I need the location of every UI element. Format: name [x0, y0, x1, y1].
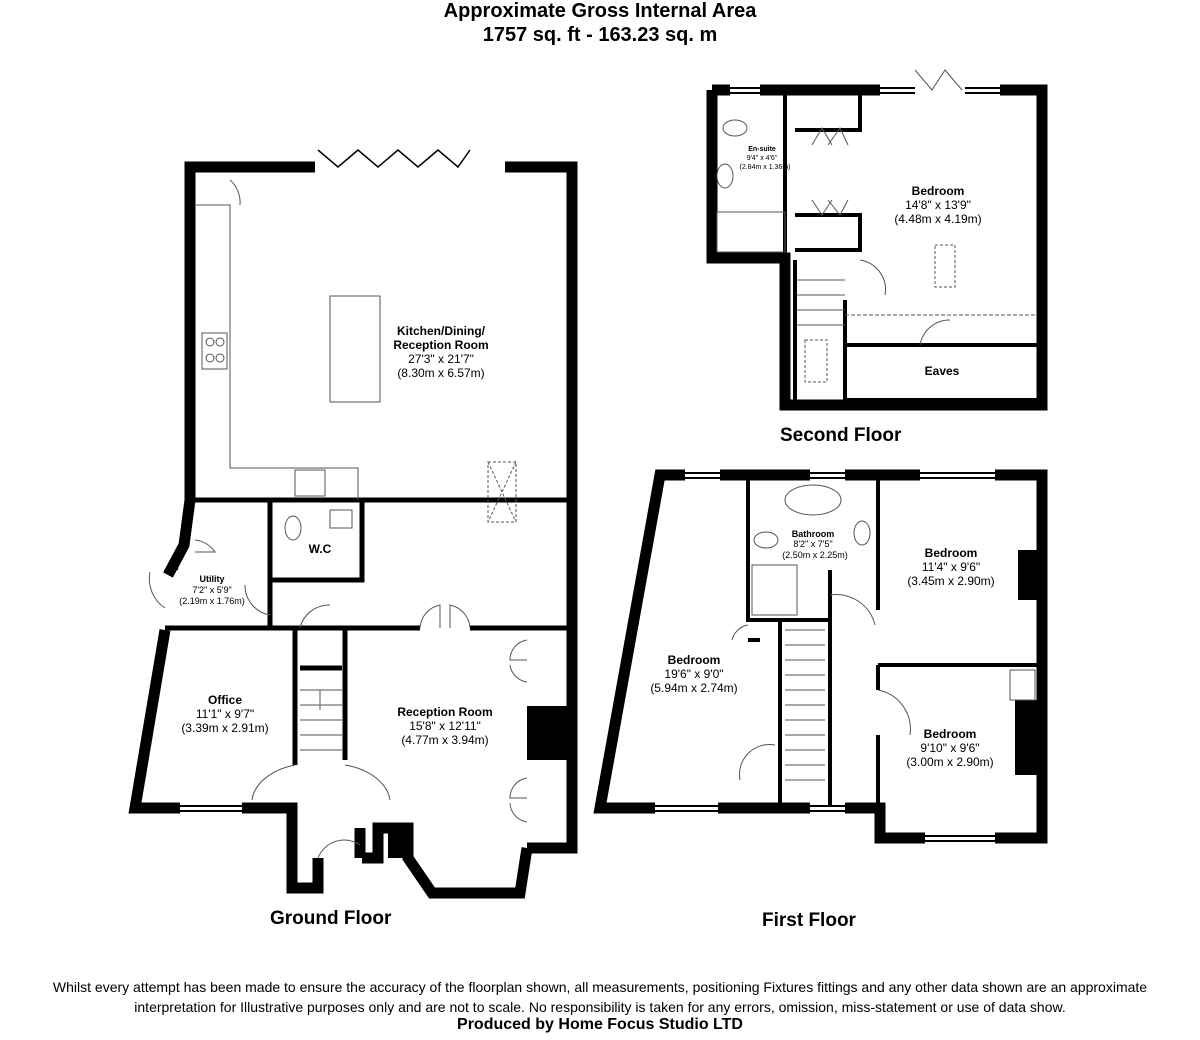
utility-window: [176, 544, 181, 571]
first-floor-plan: [593, 469, 1048, 844]
second-floor-label: Second Floor: [780, 425, 902, 446]
ground-south-wall: [242, 802, 324, 894]
porch-pillar: [388, 828, 408, 858]
bedroom-right-top-metric: (3.45m x 2.90m): [907, 574, 994, 588]
disclaimer-line-2: interpretation for Illustrative purposes…: [134, 999, 1066, 1015]
bedroom-top-imperial: 14'8" x 13'9": [905, 198, 971, 212]
gross-area: 1757 sq. ft - 163.23 sq. m: [482, 24, 718, 46]
first-floor-label: First Floor: [762, 910, 856, 931]
floorplan-drawing: Kitchen/Dining/ Reception Room 27'3" x 2…: [128, 69, 1048, 899]
bedroom-right-top-name: Bedroom: [925, 546, 978, 560]
sink-icon: [294, 469, 326, 497]
wardrobe-walls: [795, 95, 862, 252]
producer-credit: Produced by Home Focus Studio LTD: [457, 1016, 743, 1033]
office-window: [180, 805, 242, 812]
fireplace-lower: [1015, 700, 1037, 775]
bedroom-right-bottom-metric: (3.00m x 2.90m): [906, 755, 993, 769]
hob-icon: [201, 332, 228, 370]
bath-toilet-icon: [753, 531, 779, 549]
utility-name: Utility: [199, 574, 224, 584]
utility-imperial: 7'2" x 5'9": [192, 585, 231, 595]
bath-shower-icon: [751, 564, 798, 616]
bathroom-name: Bathroom: [792, 529, 835, 539]
kitchen-name-2: Reception Room: [393, 338, 488, 352]
chimney-breast: [527, 706, 567, 760]
stair-walls: [292, 628, 348, 765]
bathroom-west-wall: [746, 480, 782, 805]
ensuite-toilet-icon: [722, 119, 748, 137]
bedroom-left-metric: (5.94m x 2.74m): [650, 681, 737, 695]
skylight-icon: [487, 461, 517, 523]
bedroom-partitions: [876, 480, 1037, 805]
office-metric: (3.39m x 2.91m): [181, 721, 268, 735]
ground-west-wall: [163, 161, 315, 578]
ensuite-imperial: 9'4" x 4'6": [747, 155, 778, 162]
bathroom-metric: (2.50m x 2.25m): [782, 550, 848, 560]
reception-name: Reception Room: [397, 705, 492, 719]
bath-icon: [784, 484, 842, 516]
bedroom-left-imperial: 19'6" x 9'0": [664, 667, 723, 681]
reception-imperial: 15'8" x 12'11": [409, 719, 481, 733]
velux-icon: [934, 244, 956, 288]
bifold-door: [317, 149, 471, 169]
kitchen-metric: (8.30m x 6.57m): [397, 366, 484, 380]
basin-icon: [329, 509, 353, 529]
ground-floor-plan: [128, 149, 578, 899]
ensuite-name: En-suite: [748, 146, 776, 153]
ensuite-metric: (2.84m x 1.36m): [740, 164, 791, 171]
bathroom-imperial: 8'2" x 7'5": [793, 539, 832, 549]
kitchen-imperial: 27'3" x 21'7": [408, 352, 474, 366]
disclaimer-line-1: Whilst every attempt has been made to en…: [52, 979, 1148, 995]
reception-metric: (4.77m x 3.94m): [401, 733, 488, 747]
kitchen-name-1: Kitchen/Dining/: [397, 324, 486, 338]
office-name: Office: [208, 693, 242, 707]
fireplace-upper: [1018, 550, 1038, 600]
eaves-name: Eaves: [925, 364, 960, 378]
bay-window-wall: [362, 822, 533, 899]
bathroom-south-wall: [748, 570, 832, 622]
first-floor-south-wall: [718, 802, 925, 844]
kitchen-island: [329, 295, 381, 403]
first-floor-north-east-wall: [720, 469, 1048, 844]
bedroom-top-name: Bedroom: [912, 184, 965, 198]
wc-name: W.C: [309, 542, 332, 556]
first-floor-west-wall: [593, 469, 685, 814]
bedroom-right-bottom-name: Bedroom: [924, 727, 977, 741]
office-imperial: 11'1" x 9'7": [196, 707, 254, 721]
second-floor-outer-wall: [706, 84, 1048, 411]
ground-floor-label: Ground Floor: [270, 908, 392, 929]
eaves-walls: [843, 300, 1037, 402]
utility-metric: (2.19m x 1.76m): [179, 596, 245, 606]
plan-title: Approximate Gross Internal Area: [443, 0, 757, 22]
bedroom-right-top-imperial: 11'4" x 9'6": [922, 560, 980, 574]
ground-east-wall: [505, 161, 578, 854]
wc-walls: [270, 500, 365, 583]
second-floor-plan: [706, 69, 1048, 411]
office-west-wall: [128, 629, 180, 814]
ensuite-basin-icon: [716, 163, 734, 189]
bedroom-right-bottom-imperial: 9'10" x 9'6": [920, 741, 979, 755]
kitchen-worktop: [196, 204, 359, 500]
shower-icon: [716, 211, 786, 253]
bath-basin-icon: [853, 520, 871, 546]
toilet-icon: [284, 515, 302, 541]
bedroom-top-metric: (4.48m x 4.19m): [894, 212, 981, 226]
bedroom-left-name: Bedroom: [668, 653, 721, 667]
bay-window: [432, 890, 520, 897]
disclaimer: Whilst every attempt has been made to en…: [0, 977, 1200, 1017]
